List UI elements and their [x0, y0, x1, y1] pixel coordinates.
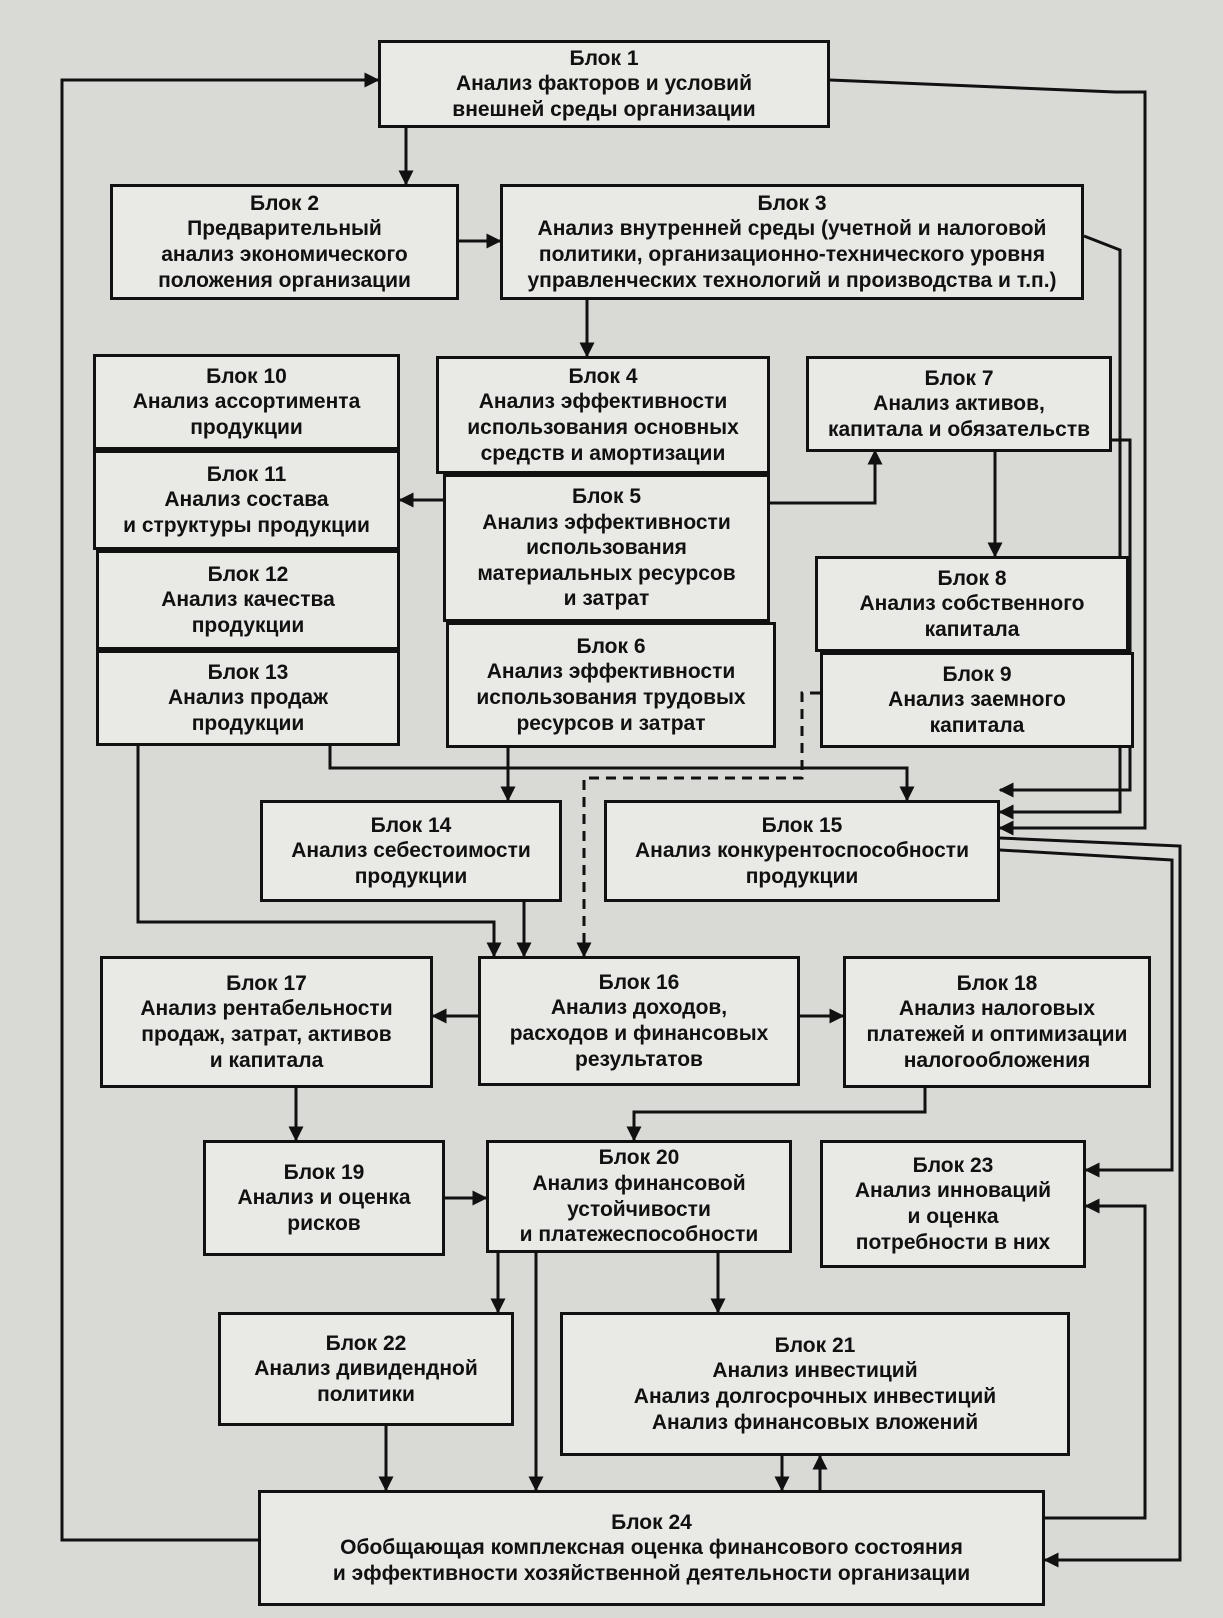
block-title: Блок 17 — [226, 971, 307, 995]
block-text: Анализ эффективности использования трудо… — [476, 660, 746, 735]
arrow-b13-b16 — [136, 746, 502, 958]
block-text: Предварительный анализ экономического по… — [158, 217, 411, 292]
block-title: Блок 23 — [912, 1153, 994, 1177]
block-title: Блок 11 — [206, 462, 287, 486]
block-title: Блок 22 — [325, 1331, 407, 1355]
block-title: Блок 18 — [956, 971, 1038, 995]
arrow-b5-b7 — [770, 449, 883, 505]
block-title: Блок 21 — [774, 1333, 856, 1357]
arrow-b9-b16-dashed — [576, 691, 820, 958]
block-title: Блок 19 — [283, 1160, 365, 1184]
block-title: Блок 14 — [370, 813, 452, 837]
block-title: Блок 8 — [937, 566, 1007, 590]
arrow-b24-b23 — [1045, 1198, 1147, 1520]
block-text: Анализ собственного капитала — [859, 592, 1085, 641]
arrow-b18-b20 — [626, 1088, 927, 1142]
block-title: Блок 15 — [761, 813, 843, 837]
block-title: Блок 2 — [249, 191, 319, 215]
block-title: Блок 16 — [598, 970, 680, 994]
block-text: Анализ ассортимента продукции — [132, 390, 361, 439]
block-title: Блок 20 — [598, 1146, 680, 1170]
arrow-b1-b15 — [829, 78, 1147, 836]
block-text: Анализ внутренней среды (учетной и налог… — [527, 217, 1057, 292]
block-text: Анализ продаж продукции — [167, 686, 328, 735]
block-title: Блок 10 — [206, 364, 287, 388]
block-text: Анализ рентабельности продаж, затрат, ак… — [140, 997, 393, 1072]
arrow-b15-b24 — [999, 836, 1182, 1568]
block-text: Анализ эффективности использования матер… — [477, 510, 736, 611]
arrow-b24-b1-feedback — [60, 72, 380, 1542]
block-title: Блок 13 — [207, 660, 289, 684]
block-text: Анализ качества продукции — [161, 588, 335, 637]
block-text: Анализ заемного капитала — [888, 688, 1066, 737]
block-text: Анализ факторов и условий внешней среды … — [452, 72, 756, 121]
block-text: Анализ себестоимости продукции — [291, 839, 531, 888]
arrow-b3-b15 — [998, 234, 1122, 820]
block-title: Блок 7 — [924, 366, 994, 390]
block-title: Блок 12 — [207, 562, 289, 586]
block-text: Анализ состава и структуры продукции — [123, 488, 370, 537]
block-title: Блок 6 — [576, 634, 646, 658]
block-title: Блок 24 — [611, 1510, 692, 1534]
arrow-b13-b15 — [328, 746, 915, 802]
block-text: Анализ и оценка рисков — [237, 1186, 411, 1235]
block-text: Анализ конкурентоспособности продукции — [635, 839, 969, 888]
block-text: Обобщающая комплексная оценка финансовог… — [332, 1536, 971, 1585]
block-text: Анализ активов, капитала и обязательств — [827, 392, 1091, 441]
block-title: Блок 9 — [942, 662, 1012, 686]
block-text: Анализ налоговых платежей и оптимизации … — [866, 997, 1128, 1072]
block-title: Блок 5 — [571, 484, 641, 508]
block-text: Анализ доходов, расходов и финансовых ре… — [509, 996, 769, 1071]
arrow-b15-b23 — [999, 848, 1174, 1178]
block-title: Блок 3 — [757, 191, 827, 215]
block-text: Анализ инноваций и оценка потребности в … — [854, 1179, 1052, 1254]
block-text: Анализ финансовой устойчивости и платеже… — [519, 1171, 759, 1247]
block-title: Блок 1 — [569, 46, 639, 70]
block-text: Анализ дивидендной политики — [254, 1357, 478, 1406]
block-text: Анализ эффективности использования основ… — [467, 390, 739, 465]
block-title: Блок 4 — [568, 364, 638, 388]
block-text: Анализ инвестиций Анализ долгосрочных ин… — [633, 1359, 997, 1434]
arrow-b8-b15 — [998, 438, 1132, 798]
